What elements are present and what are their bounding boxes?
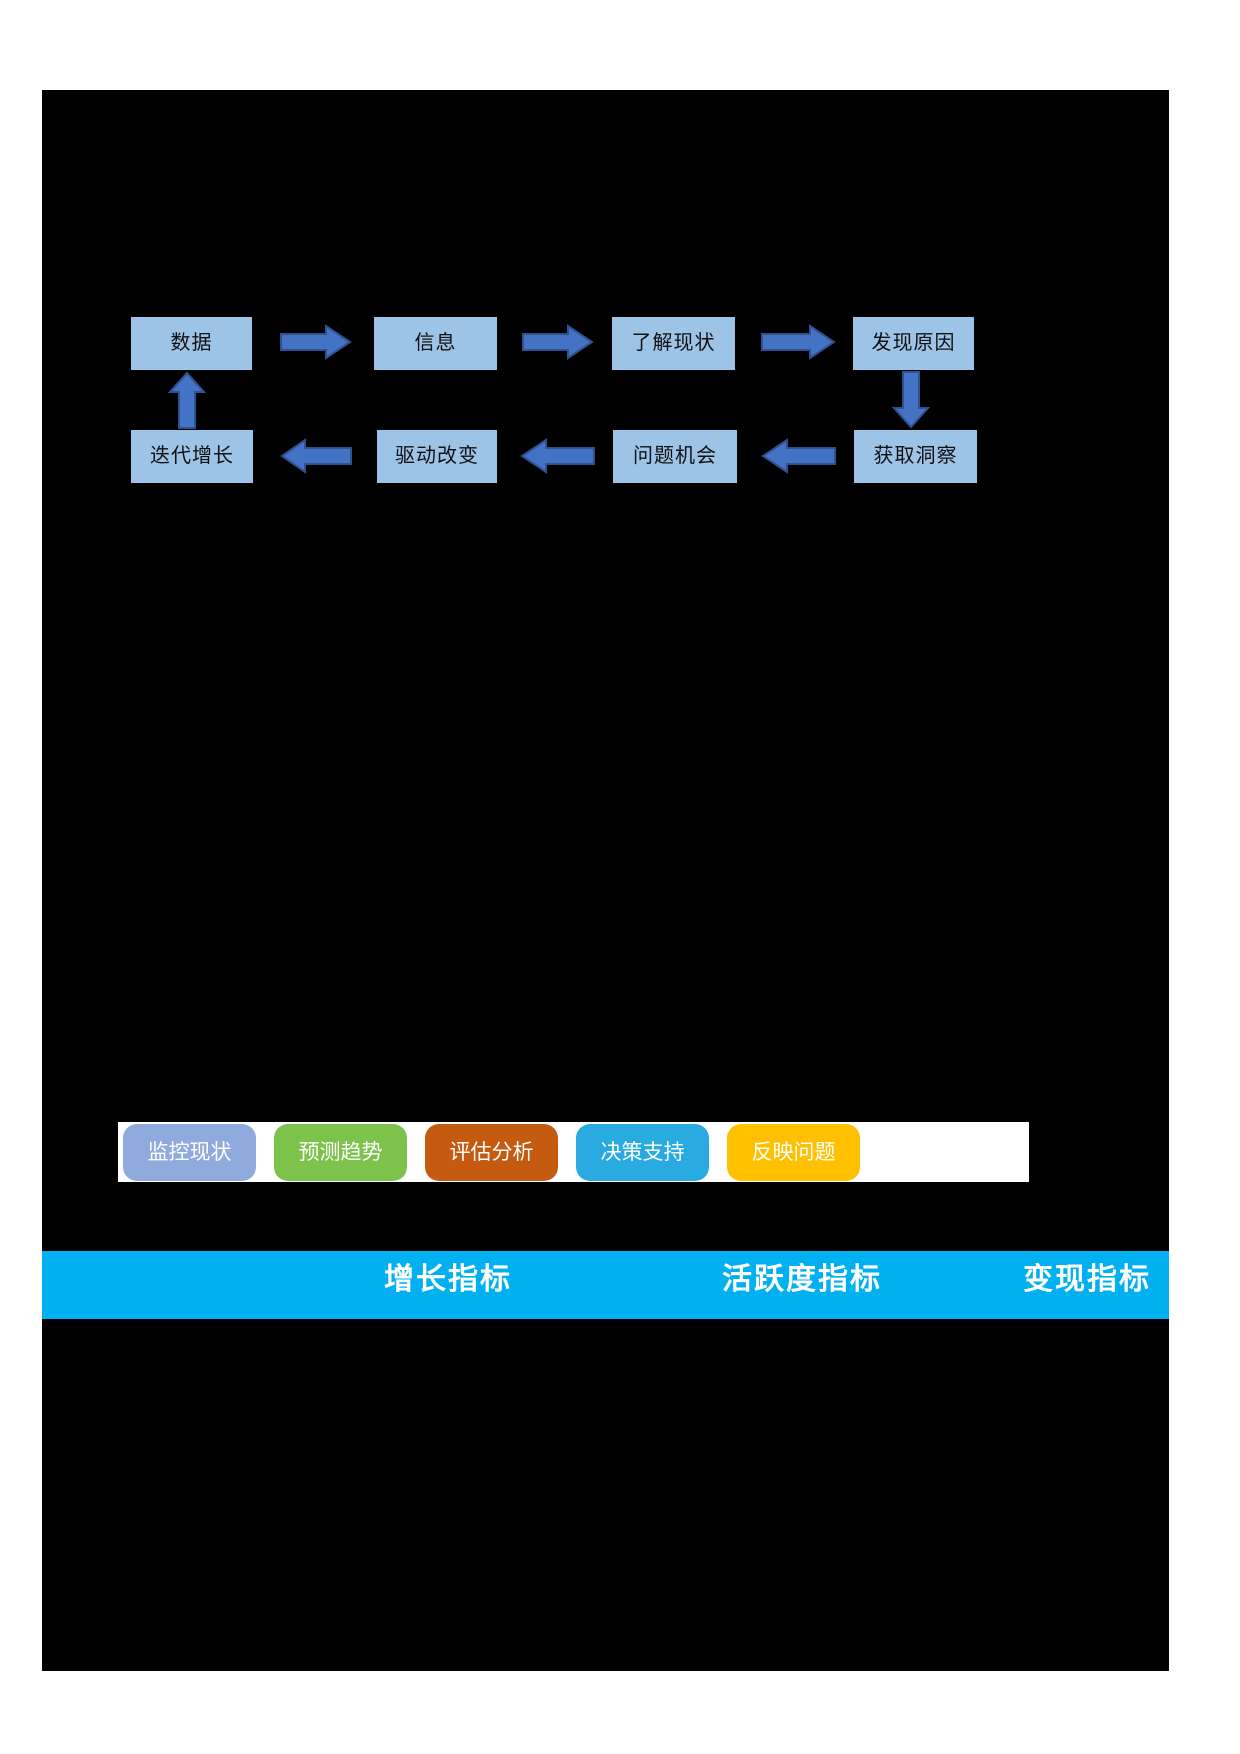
arrow-right-icon (522, 324, 594, 360)
flow-box-understand-status: 了解现状 (612, 317, 735, 370)
flow-box-gain-insight: 获取洞察 (854, 430, 977, 483)
banner-label-growth-metrics: 增长指标 (384, 1263, 512, 1296)
chip-evaluate-analyze: 评估分析 (425, 1123, 558, 1181)
arrow-left-icon (280, 438, 352, 474)
flow-box-information: 信息 (374, 317, 497, 370)
banner-label-monetization-metrics: 变现指标 (1023, 1263, 1151, 1296)
chip-decision-support: 决策支持 (576, 1123, 709, 1181)
chip-reflect-problem: 反映问题 (727, 1123, 860, 1181)
chip-monitor-status: 监控现状 (123, 1123, 256, 1181)
page-content-area: 数据 信息 了解现状 发现原因 迭代增长 驱动改变 问题机会 获取洞察 (42, 90, 1169, 1671)
flow-box-find-cause: 发现原因 (853, 317, 974, 370)
flow-box-drive-change: 驱动改变 (377, 430, 497, 483)
arrow-right-icon (761, 324, 836, 360)
flow-box-problem-opportunity: 问题机会 (613, 430, 737, 483)
chip-predict-trend: 预测趋势 (274, 1123, 407, 1181)
arrow-left-icon (761, 438, 836, 474)
banner-label-activity-metrics: 活跃度指标 (722, 1263, 882, 1296)
arrow-down-icon (892, 371, 930, 429)
flow-box-data: 数据 (131, 317, 252, 370)
function-chip-strip: 监控现状 预测趋势 评估分析 决策支持 反映问题 (118, 1122, 1029, 1182)
arrow-left-icon (520, 438, 595, 474)
flow-box-iterate-growth: 迭代增长 (131, 430, 253, 483)
arrow-up-icon (168, 371, 206, 429)
arrow-right-icon (280, 324, 352, 360)
metrics-banner: 增长指标 活跃度指标 变现指标 (42, 1251, 1169, 1319)
